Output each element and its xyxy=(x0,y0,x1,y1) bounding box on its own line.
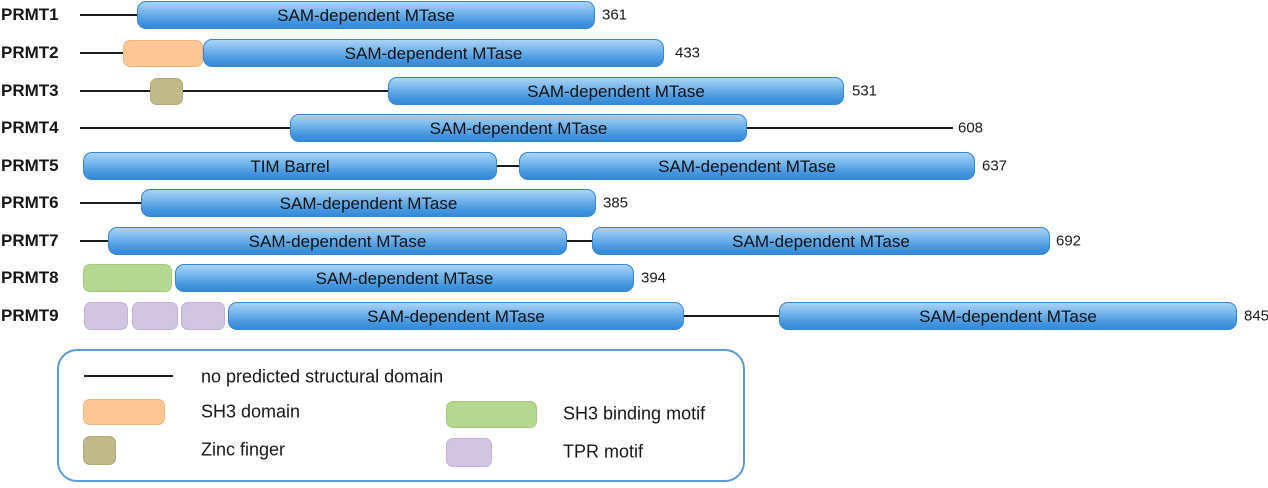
linker-line xyxy=(747,127,953,129)
legend-box xyxy=(57,349,745,482)
protein-label: PRMT5 xyxy=(1,156,59,175)
protein-length: 845 xyxy=(1244,307,1268,325)
protein-length: 394 xyxy=(641,269,667,287)
legend-swatch-line xyxy=(84,375,173,377)
domain-bar-label: SAM-dependent MTase xyxy=(367,306,545,326)
linker-line xyxy=(80,240,108,242)
protein-label: PRMT3 xyxy=(1,81,59,100)
linker-line xyxy=(567,240,592,242)
protein-label: PRMT2 xyxy=(1,43,59,62)
domain-bar-label: SAM-dependent MTase xyxy=(277,5,455,25)
protein-label: PRMT7 xyxy=(1,231,59,250)
domain-box-zinc-finger xyxy=(150,77,183,105)
domain-box-tpr-motif xyxy=(181,302,225,330)
domain-box-tpr-motif xyxy=(132,302,178,330)
linker-line xyxy=(80,52,123,54)
domain-bar: SAM-dependent MTase xyxy=(779,302,1237,330)
legend-swatch-zinc-finger xyxy=(83,435,116,465)
domain-bar-label: TIM Barrel xyxy=(250,156,330,176)
protein-length: 608 xyxy=(958,119,984,137)
protein-length: 531 xyxy=(852,82,878,100)
legend-label: no predicted structural domain xyxy=(201,366,444,387)
protein-label: PRMT1 xyxy=(1,5,59,24)
protein-length: 385 xyxy=(603,194,629,212)
domain-bar: SAM-dependent MTase xyxy=(228,302,684,330)
domain-bar: SAM-dependent MTase xyxy=(175,264,634,292)
protein-label: PRMT8 xyxy=(1,268,59,287)
protein-label: PRMT6 xyxy=(1,193,59,212)
domain-bar-label: SAM-dependent MTase xyxy=(919,306,1097,326)
linker-line xyxy=(80,14,137,16)
linker-line xyxy=(497,165,519,167)
domain-box-sh3-domain xyxy=(123,39,203,67)
domain-box-tpr-motif xyxy=(84,302,128,330)
domain-bar-label: SAM-dependent MTase xyxy=(344,43,523,63)
legend-label: SH3 domain xyxy=(201,401,301,422)
domain-bar-label: SAM-dependent MTase xyxy=(658,156,836,176)
legend-swatch-tpr xyxy=(446,437,492,467)
domain-bar-label: SAM-dependent MTase xyxy=(279,193,458,213)
domain-bar: SAM-dependent MTase xyxy=(519,152,975,180)
domain-bar-label: SAM-dependent MTase xyxy=(315,268,494,288)
domain-bar-label: SAM-dependent MTase xyxy=(248,231,427,251)
protein-label: PRMT4 xyxy=(1,118,59,137)
legend-swatch-sh3-domain xyxy=(83,399,165,425)
domain-bar-label: SAM-dependent MTase xyxy=(527,81,705,101)
domain-bar: SAM-dependent MTase xyxy=(592,227,1050,255)
domain-bar: SAM-dependent MTase xyxy=(290,114,747,142)
protein-length: 692 xyxy=(1056,232,1082,250)
domain-bar: SAM-dependent MTase xyxy=(141,189,596,217)
protein-label: PRMT9 xyxy=(1,306,59,325)
domain-bar: TIM Barrel xyxy=(83,152,497,180)
protein-length: 361 xyxy=(602,6,628,24)
domain-bar-label: SAM-dependent MTase xyxy=(732,231,910,251)
legend-label: TPR motif xyxy=(563,441,644,462)
linker-line xyxy=(80,202,141,204)
legend-swatch-sh3-binding xyxy=(446,400,537,428)
domain-bar: SAM-dependent MTase xyxy=(203,39,664,67)
domain-bar: SAM-dependent MTase xyxy=(137,1,595,29)
linker-line xyxy=(80,90,150,92)
legend-label: Zinc finger xyxy=(201,439,286,460)
domain-bar-label: SAM-dependent MTase xyxy=(429,118,608,138)
domain-bar: SAM-dependent MTase xyxy=(108,227,567,255)
linker-line xyxy=(684,315,779,317)
protein-length: 637 xyxy=(982,157,1008,175)
legend-label: SH3 binding motif xyxy=(563,403,706,424)
domain-bar: SAM-dependent MTase xyxy=(388,77,844,105)
linker-line xyxy=(183,90,388,92)
linker-line xyxy=(80,127,290,129)
protein-length: 433 xyxy=(675,44,701,62)
domain-box-sh3-binding-motif xyxy=(83,264,172,292)
